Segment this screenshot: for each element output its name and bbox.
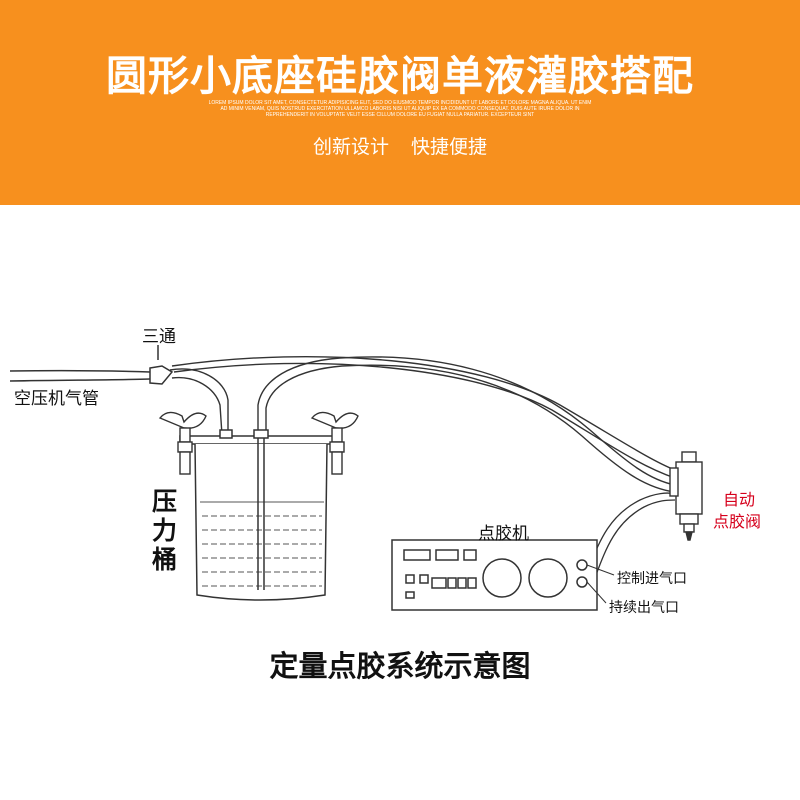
air-hose [9,369,151,382]
banner-lorem-text: LOREM IPSUM DOLOR SIT AMET, CONSECTETUR … [208,100,592,119]
tee-connector [149,345,174,385]
control-inlet-port [576,559,588,571]
control-air-hose [589,492,676,576]
label-control-inlet: 控制进气口 [617,571,687,587]
glue-hose [257,356,676,493]
dispensing-valve [669,451,703,541]
label-valve-line1: 自动 [723,490,756,509]
wing-nut-clamp-left [158,411,207,475]
tank-liquid [200,501,324,587]
port-leader-lines [586,564,615,604]
label-tee: 三通 [142,327,176,347]
banner-title: 圆形小底座硅胶阀单液灌胶搭配 [106,52,694,100]
label-pressure-tank: 压力桶 [152,487,178,574]
label-continuous-outlet: 持续出气口 [609,600,679,616]
dispenser-controller [391,539,598,611]
header-banner: 圆形小底座硅胶阀单液灌胶搭配 LOREM IPSUM DOLOR SIT AME… [0,0,800,205]
wing-nut-clamp-right [310,411,359,475]
pressure-tank [179,429,341,601]
tank-supply-hose [169,368,229,436]
diagram-caption: 定量点胶系统示意图 [269,649,531,683]
label-valve-line2: 点胶阀 [713,512,762,531]
banner-subtitle: 创新设计 快捷便捷 [312,136,488,158]
label-dispenser: 点胶机 [478,524,529,544]
label-air-hose: 空压机气管 [14,389,99,409]
continuous-outlet-port [576,576,588,588]
